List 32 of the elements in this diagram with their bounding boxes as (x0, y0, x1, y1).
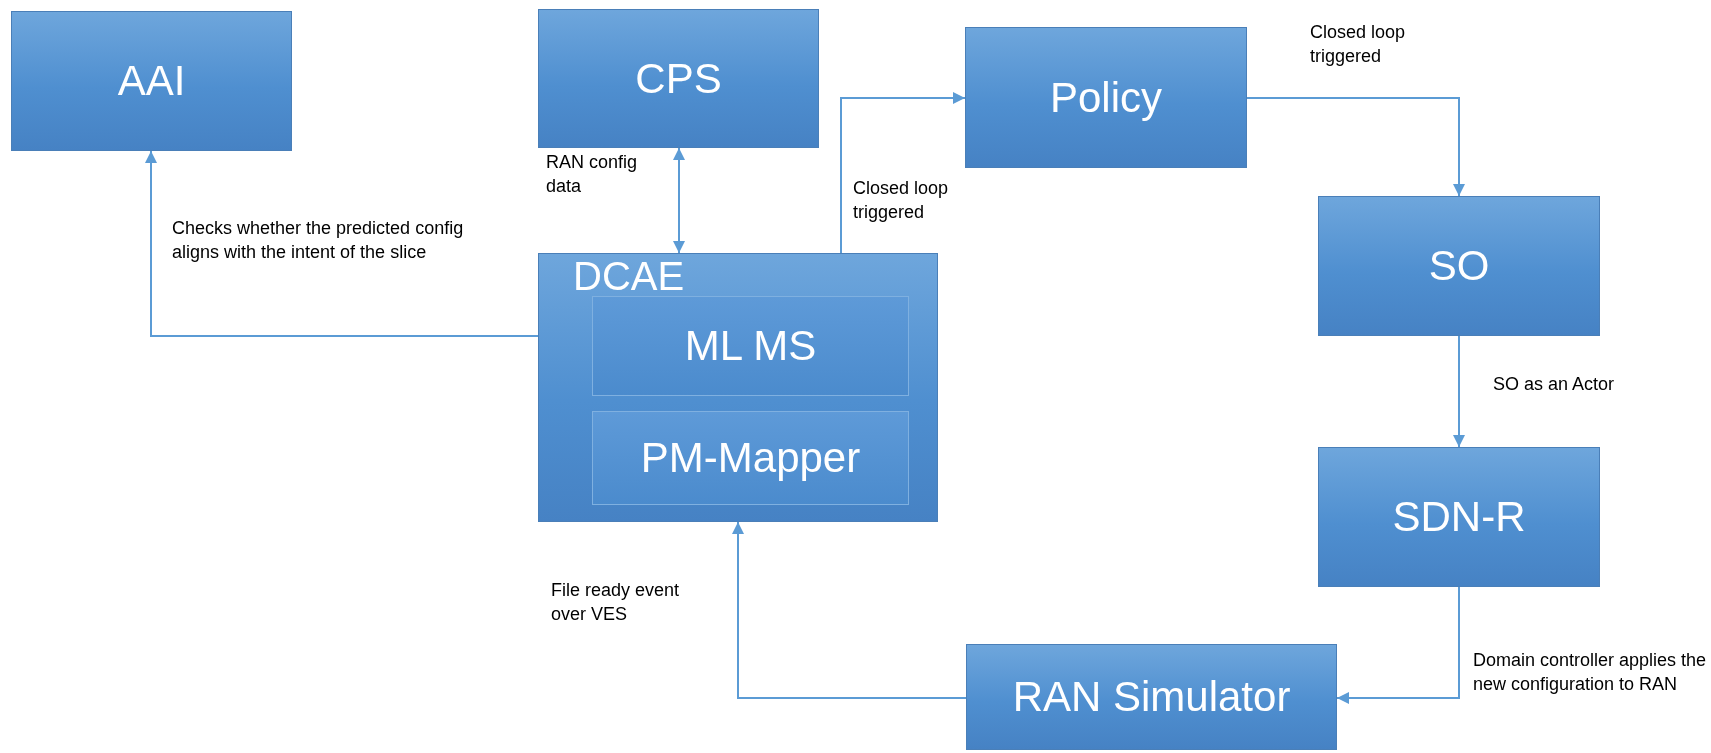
box-label: AAI (117, 57, 186, 105)
arrow (673, 147, 685, 254)
group-box (538, 253, 938, 522)
box-label: SDN-R (1392, 493, 1526, 541)
component-box (592, 296, 909, 396)
process-box (966, 644, 1337, 750)
process-box (1318, 447, 1600, 587)
arrow (840, 92, 966, 254)
box-label: PM-Mapper (640, 434, 861, 482)
box-label: ML MS (684, 322, 817, 370)
component-box (592, 411, 909, 505)
box-label: RAN Simulator (1012, 673, 1291, 721)
edge-label: Closed loop triggered (1310, 21, 1407, 69)
arrow (1453, 335, 1465, 448)
arrow (1246, 97, 1465, 197)
box-label: SO (1428, 242, 1490, 290)
arrow (732, 521, 967, 699)
box-label: CPS (635, 54, 722, 103)
group-heading: DCAE (573, 254, 685, 299)
arrow (145, 150, 539, 337)
edge-label: Checks whether the predicted config aligns with the intent of the slice (172, 217, 465, 265)
edge-label: RAN config data (546, 151, 639, 199)
edge-label: Domain controller applies the new configuration to RAN (1473, 649, 1708, 697)
edge-label: Closed loop triggered (853, 177, 950, 225)
edge-label: File ready event over VES (551, 579, 681, 627)
process-box (1318, 196, 1600, 336)
edge-label: SO as an Actor (1493, 373, 1616, 396)
process-box (11, 11, 292, 151)
process-box (965, 27, 1247, 168)
process-box (538, 9, 819, 148)
box-label: Policy (1049, 73, 1162, 122)
arrow (1336, 586, 1460, 704)
